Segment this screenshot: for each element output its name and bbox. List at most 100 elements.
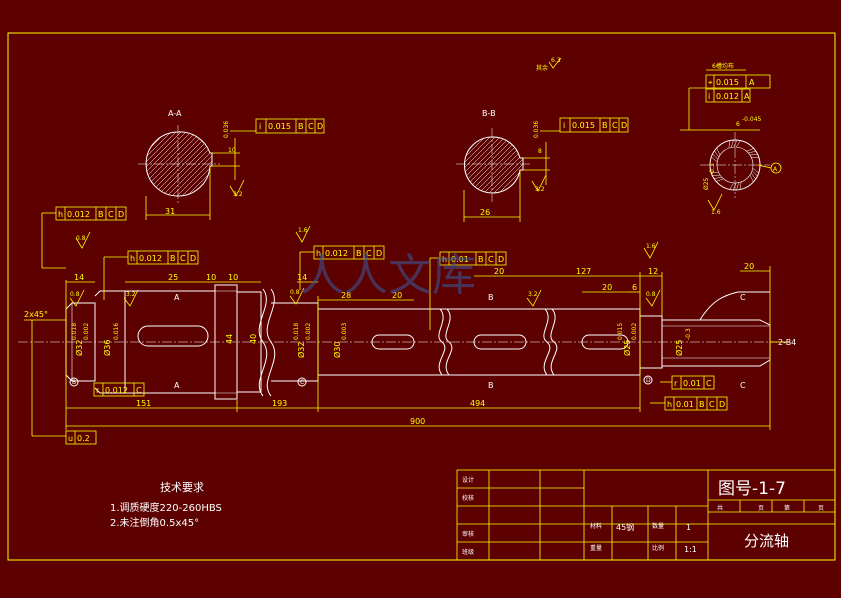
dim-40: 40 xyxy=(249,334,258,344)
datum-c: C xyxy=(300,379,304,386)
dim-20d: 20 xyxy=(602,283,612,292)
svg-text:C: C xyxy=(108,210,114,219)
svg-text:u: u xyxy=(68,434,73,443)
bb-tol: 0.036 xyxy=(533,121,540,138)
detail-width-tol: -0.045 xyxy=(742,116,762,123)
svg-text:C: C xyxy=(706,379,712,388)
hatch-line xyxy=(729,140,730,148)
detail-frame-2: i 0.012 A xyxy=(706,89,750,102)
scale-value: 1:1 xyxy=(684,545,697,554)
hatch-line xyxy=(409,132,475,198)
hatch-line xyxy=(419,132,485,198)
bb-tolerance-frame: i 0.015 B C D xyxy=(560,118,628,132)
weight-label: 重量 xyxy=(590,544,602,552)
aa-frame-b: B xyxy=(298,122,304,131)
tol-7: 0.003 xyxy=(341,323,348,340)
dim-127: 127 xyxy=(576,267,591,276)
hatch-line xyxy=(740,182,741,190)
rough-7: 1.6 xyxy=(646,243,656,250)
dim-12: 12 xyxy=(648,267,658,276)
aa-frame-sym: i xyxy=(259,122,261,131)
detail-width: 6 xyxy=(736,121,740,128)
part-name: 分流轴 xyxy=(744,532,789,550)
rough-1: 0.8 xyxy=(70,291,80,298)
hatch-line xyxy=(730,183,734,189)
sheets-total-unit: 页 xyxy=(758,505,764,512)
section-mark-b-top: B xyxy=(488,293,494,302)
hatch-line xyxy=(519,132,585,198)
hatch-line xyxy=(733,183,736,190)
svg-text:r: r xyxy=(96,386,100,395)
frame-r-left: r 0.012 C xyxy=(94,383,144,396)
dim-900: 900 xyxy=(410,417,425,426)
section-aa-label: A-A xyxy=(168,109,182,118)
aa-frame-c: C xyxy=(308,122,314,131)
bb-dia-dim: 26 xyxy=(480,208,490,217)
row-design: 设计 xyxy=(462,476,474,484)
frame-u-bottom: u 0.2 xyxy=(66,431,96,444)
hatch-line xyxy=(747,148,754,151)
rough-5: 0.8 xyxy=(290,289,300,296)
dim-193: 193 xyxy=(272,399,287,408)
section-bb-label: B-B xyxy=(482,109,496,118)
svg-text:B: B xyxy=(98,210,104,219)
hatch-line xyxy=(439,132,505,198)
svg-text:D: D xyxy=(190,254,196,263)
scale-label: 比例 xyxy=(652,544,664,552)
row-review: 审核 xyxy=(462,530,474,538)
section-mark-a-top: A xyxy=(174,293,180,302)
dim-10b: 10 xyxy=(228,273,238,282)
hatch-line xyxy=(734,140,737,147)
dia-36: Ø36 xyxy=(102,340,112,356)
spline-detail: 6槽均布 ⌖ 0.015 A i 0.012 A 6 -0.045 Ø25 -0… xyxy=(680,62,781,216)
watermark: 人人文库 xyxy=(300,250,476,301)
detail-rough: 1.6 xyxy=(711,209,721,216)
hatch-line xyxy=(399,132,465,198)
detail-frame2-datum: A xyxy=(744,92,750,101)
tol-9: 0.002 xyxy=(631,323,638,340)
svg-text:0.01: 0.01 xyxy=(676,400,694,409)
hatch-line xyxy=(454,132,520,198)
dia-32a: Ø32 xyxy=(74,340,84,356)
hatch-line xyxy=(394,132,460,198)
tol-10: -0.3 xyxy=(685,328,692,340)
tol-1: 0.018 xyxy=(71,323,78,340)
section-bb: B-B 8 0.036 26 3.2 i 0.015 B C D xyxy=(394,109,628,222)
svg-text:h: h xyxy=(58,210,63,219)
svg-text:0.012: 0.012 xyxy=(105,386,128,395)
detail-dia-tol: -0.3 xyxy=(709,163,716,175)
requirements-title: 技术要求 xyxy=(160,481,204,494)
hatch-line xyxy=(716,179,723,182)
frame-r-right: r 0.01 C xyxy=(672,376,714,389)
dim-25: 25 xyxy=(168,273,178,282)
rough-6: 1.6 xyxy=(298,227,308,234)
section-mark-b-bottom: B xyxy=(488,381,494,390)
dim-151: 151 xyxy=(136,399,151,408)
frame-h-left: h 0.012 B C D xyxy=(56,207,126,220)
technical-requirements: 技术要求 1.调质硬度220-260HBS 2.未注倒角0.5x45° xyxy=(110,481,222,529)
tol-3: 0.016 xyxy=(113,323,120,340)
material-value: 45钢 xyxy=(616,522,634,532)
section-aa: A-A 10 0.036 31 3.2 i 0.015 B C D xyxy=(68,109,324,220)
roughness-note: 其余 6.3 xyxy=(536,57,561,72)
hatch-line xyxy=(736,183,738,190)
svg-text:C: C xyxy=(136,386,142,395)
hatch-line xyxy=(414,132,480,198)
bb-frame-d: D xyxy=(621,121,627,130)
hatch-line xyxy=(494,132,560,198)
dim-20b: 20 xyxy=(494,267,504,276)
tol-5: 0.018 xyxy=(293,323,300,340)
row-class: 班级 xyxy=(462,548,474,556)
rough-9: 0.8 xyxy=(646,291,656,298)
hatch-line xyxy=(469,132,535,198)
svg-text:B: B xyxy=(170,254,176,263)
svg-text:⌖: ⌖ xyxy=(708,78,713,87)
hatch-line xyxy=(68,128,140,200)
bb-frame-sym: i xyxy=(563,121,565,130)
hatch-line xyxy=(714,177,721,179)
hatch-line xyxy=(429,132,495,198)
hatch-line xyxy=(748,151,755,153)
hatch-line xyxy=(750,175,753,182)
dim-14a: 14 xyxy=(74,273,84,282)
